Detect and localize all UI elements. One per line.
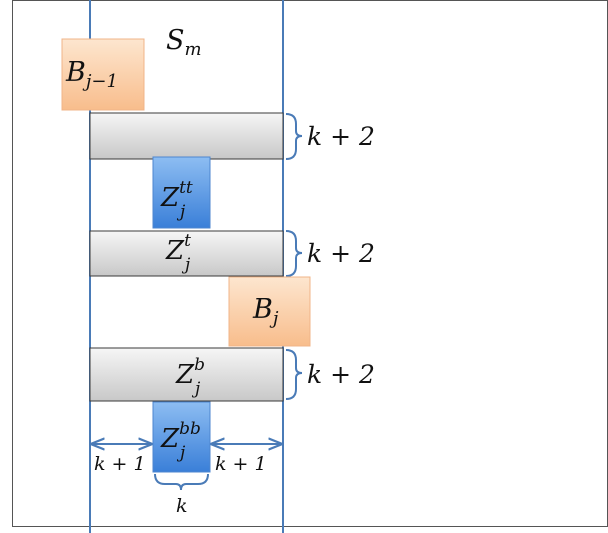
brace-height-1 (285, 113, 303, 160)
strip-label-sub: m (185, 39, 202, 60)
block-z-tt-sup: tt (179, 178, 193, 198)
strip-label: Sm (166, 25, 202, 60)
bar-z-b-sub: j (191, 379, 201, 399)
block-b-prev-sub: j−1 (82, 71, 118, 92)
block-z-bb-label: Zbb j (160, 419, 201, 463)
block-z-tt-sub: j (176, 202, 186, 222)
bar-z-b-sup: b (194, 355, 205, 375)
bar-z-t-sub: j (181, 255, 191, 275)
block-b-prev (61, 38, 145, 111)
width-label-left: k + 1 (94, 453, 146, 475)
block-z-bb-sub: j (176, 443, 186, 463)
block-z-bb (152, 401, 211, 473)
brace-height-3 (285, 349, 303, 400)
block-b-prev-base: B (65, 57, 86, 88)
height-label-1: k + 2 (307, 122, 375, 151)
block-z-tt (152, 156, 211, 229)
block-z-tt-base: Z (160, 183, 180, 213)
strip-label-base: S (166, 25, 185, 56)
block-b-j (228, 276, 311, 347)
block-b-j-label: Bj (252, 294, 279, 329)
bar-z-t (89, 230, 284, 277)
bar-z-t-sup: t (184, 231, 191, 251)
block-z-bb-base: Z (160, 424, 180, 454)
brace-height-2 (285, 230, 303, 277)
block-z-tt-label: Ztt j (160, 178, 193, 222)
bar-top (89, 112, 284, 160)
brace-width-bottom (154, 473, 209, 491)
block-b-j-sub: j (269, 308, 279, 329)
block-b-j-base: B (252, 294, 273, 325)
bar-z-b (89, 347, 284, 402)
block-b-prev-label: Bj−1 (65, 57, 118, 92)
height-label-3: k + 2 (307, 360, 375, 389)
bar-z-b-base: Z (175, 360, 195, 390)
height-label-2: k + 2 (307, 239, 375, 268)
block-z-bb-sup: bb (179, 419, 201, 439)
bar-z-t-base: Z (165, 236, 185, 266)
width-label-right: k + 1 (215, 453, 267, 475)
width-label-bottom: k (176, 495, 188, 517)
